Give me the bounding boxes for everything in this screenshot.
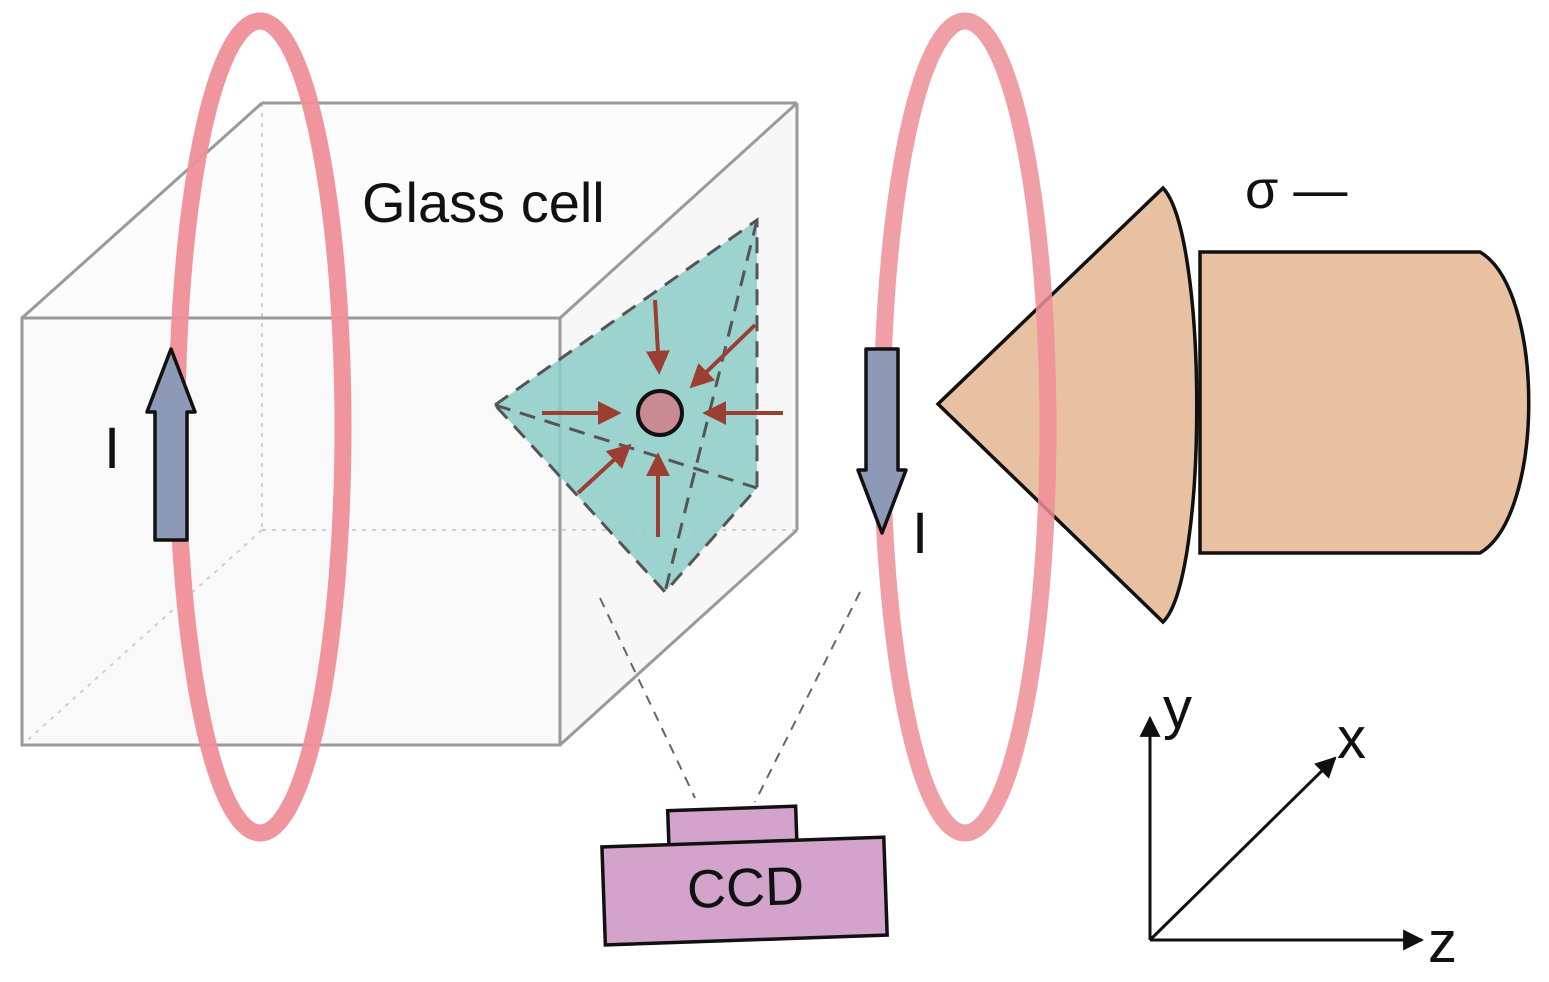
current-up-arrow-icon (145, 347, 197, 542)
axis-z-label: z (1428, 910, 1457, 975)
ccd-camera: CCD (600, 804, 889, 947)
ccd-body (600, 835, 889, 947)
current-right-label: I (912, 501, 928, 566)
beam-arrow (576, 443, 632, 495)
axis-x-label: x (1337, 706, 1366, 771)
imaging-lines (599, 591, 861, 803)
coordinate-axes (1139, 715, 1425, 951)
atom-cloud (636, 389, 684, 437)
laser-beam (935, 185, 1531, 625)
beam-arrow (689, 323, 757, 389)
current-down-arrow-icon (856, 347, 908, 535)
beam-arrow (645, 299, 670, 375)
axis-y-label: y (1163, 676, 1192, 741)
cooling-beams (542, 299, 783, 537)
polarization-label: σ — (1245, 160, 1347, 220)
ccd-label: CCD (686, 856, 805, 920)
axis-arrow-icon (1148, 756, 1337, 942)
current-left-label: I (104, 416, 120, 481)
glass-cell-label: Glass cell (362, 171, 605, 234)
